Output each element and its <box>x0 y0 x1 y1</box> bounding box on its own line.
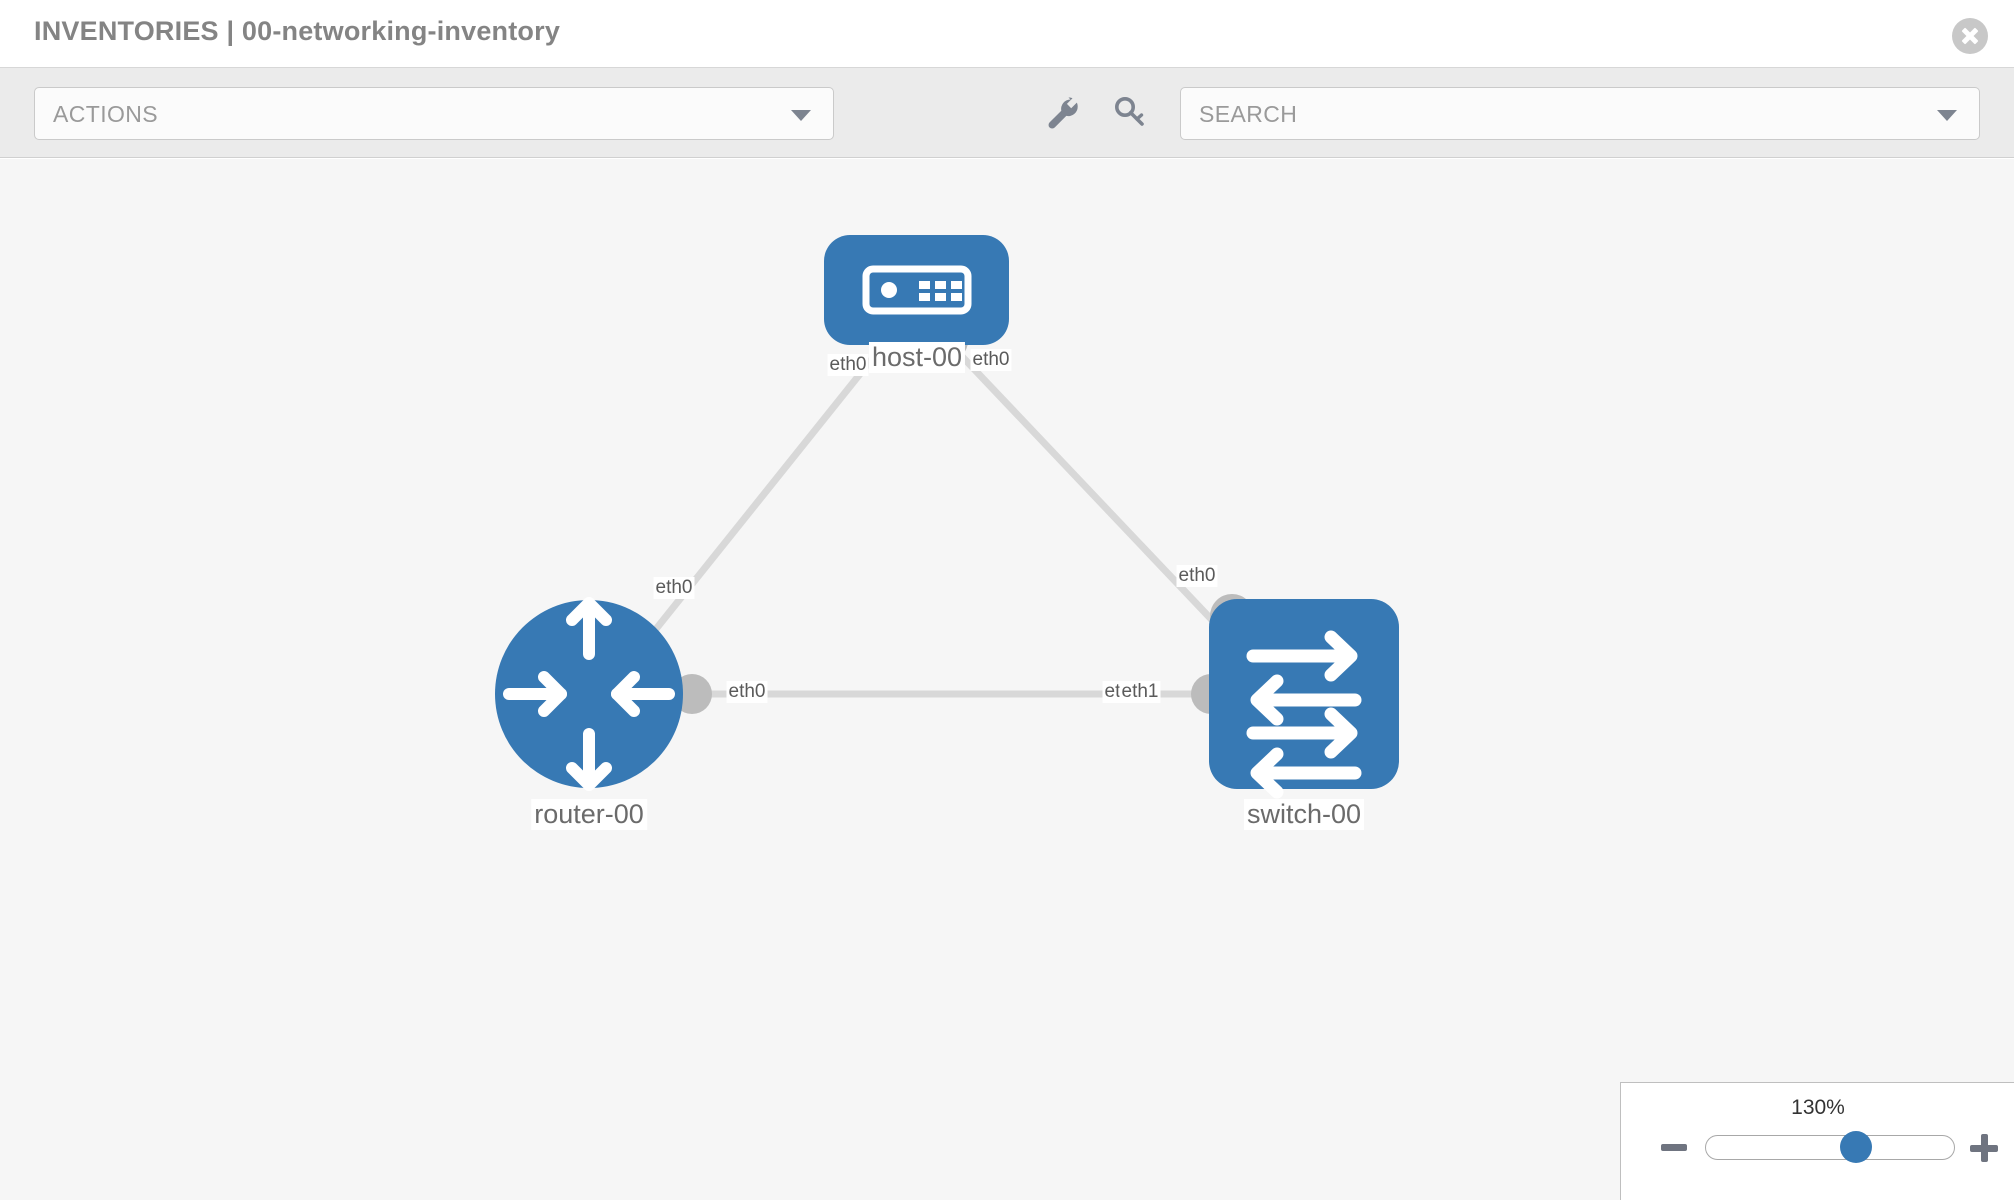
zoom-percent-label: 130% <box>1791 1096 1845 1119</box>
chevron-down-icon <box>791 109 811 121</box>
actions-dropdown[interactable]: ACTIONS <box>34 87 834 140</box>
topology-links <box>637 346 1233 698</box>
node-label-switch-00: switch-00 <box>1243 799 1365 830</box>
chevron-down-icon[interactable] <box>1937 109 1957 121</box>
iface-label: eth0 <box>970 349 1012 371</box>
zoom-control-panel: 130% <box>1620 1082 2014 1200</box>
node-switch-00 <box>1209 599 1399 799</box>
router-arrows-icon <box>503 597 675 791</box>
topology-graph[interactable] <box>0 159 2014 1200</box>
zoom-slider-thumb[interactable] <box>1840 1131 1872 1163</box>
node-label-router-00: router-00 <box>531 799 647 830</box>
iface-label: eth1 <box>1119 681 1161 703</box>
node-router-00 <box>495 597 683 791</box>
search-placeholder: SEARCH <box>1199 101 1298 127</box>
zoom-slider-track[interactable] <box>1705 1135 1955 1160</box>
plus-icon[interactable] <box>1970 1134 1998 1162</box>
toolbar: ACTIONS SEARCH <box>0 68 2014 158</box>
page-header: INVENTORIES | 00-networking-inventory <box>0 0 2014 68</box>
actions-dropdown-label: ACTIONS <box>53 101 159 127</box>
node-label-host-00: host-00 <box>868 342 966 373</box>
key-icon[interactable] <box>1106 90 1152 136</box>
minus-icon[interactable] <box>1661 1144 1687 1151</box>
node-host-00 <box>824 235 1009 345</box>
iface-label: eth0 <box>827 354 869 376</box>
link-host00-router00 <box>637 346 883 652</box>
wrench-icon[interactable] <box>1038 90 1084 136</box>
server-appliance-icon <box>862 265 972 315</box>
iface-label: eth0 <box>653 577 695 599</box>
plus-icon-stroke-v <box>1981 1134 1988 1162</box>
search-input[interactable]: SEARCH <box>1180 87 1980 140</box>
topology-connectors <box>672 321 1254 714</box>
close-icon[interactable] <box>1952 18 1988 54</box>
switch-arrows-icon <box>1246 630 1362 799</box>
iface-label: eth0 <box>1176 565 1218 587</box>
link-host00-switch00 <box>952 346 1233 642</box>
topology-canvas[interactable]: eth0 eth0 eth0 eth0 eth0 eth0 eth1 host-… <box>0 159 2014 1200</box>
iface-label: eth0 <box>726 681 768 703</box>
page-title: INVENTORIES | 00-networking-inventory <box>34 16 561 46</box>
